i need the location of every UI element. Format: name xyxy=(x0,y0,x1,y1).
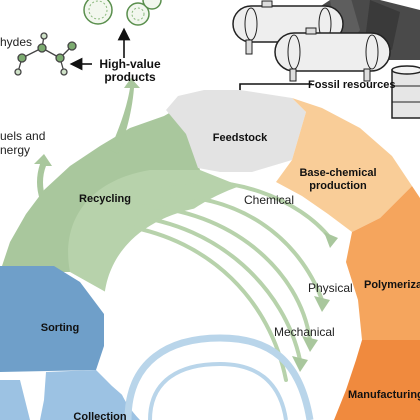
fossil-tank-icon xyxy=(274,27,391,82)
label-fuels-2: nergy xyxy=(0,143,30,157)
base-chemical-segment xyxy=(276,98,412,232)
inner-void xyxy=(103,205,346,420)
label-fuels-1: uels and xyxy=(0,129,45,143)
label-high-value-2: products xyxy=(104,70,156,84)
label-polymerization: Polymeriza xyxy=(364,279,420,291)
recycle-arrowheads xyxy=(292,232,338,372)
label-aldehydes: hydes xyxy=(0,35,32,49)
molecule-icon xyxy=(14,32,77,76)
label-base-chemical-1: Base-chemical xyxy=(299,167,376,179)
collection-left xyxy=(0,380,30,420)
microsphere-icon xyxy=(83,0,162,26)
label-sorting: Sorting xyxy=(41,322,80,334)
feedstock-segment xyxy=(166,90,306,172)
label-physical: Physical xyxy=(308,281,353,295)
arrow-fuels xyxy=(34,154,52,200)
label-mechanical: Mechanical xyxy=(274,325,335,339)
sorting-segment xyxy=(0,266,104,372)
label-collection: Collection xyxy=(73,411,126,420)
label-high-value-1: High-value xyxy=(99,57,161,71)
label-chemical: Chemical xyxy=(244,193,294,207)
label-feedstock: Feedstock xyxy=(213,132,268,144)
inner-ring xyxy=(124,334,314,420)
collection-segment xyxy=(40,370,140,420)
label-manufacturing: Manufacturing xyxy=(348,389,420,401)
label-fossil-resources: Fossil resources xyxy=(308,79,395,91)
polymerization-segment xyxy=(346,186,420,340)
label-recycling: Recycling xyxy=(79,193,131,205)
label-base-chemical-2: production xyxy=(309,180,367,192)
manufacturing-segment xyxy=(334,340,420,420)
oil-barrel-icon xyxy=(391,65,420,119)
arrow-high-value xyxy=(110,78,140,154)
